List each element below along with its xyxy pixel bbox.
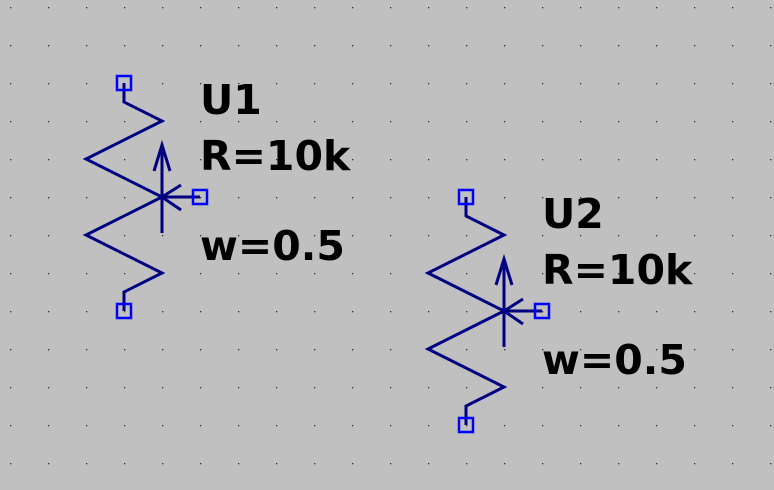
u2-name-label[interactable]: U2 [542, 190, 604, 238]
u1-param-label[interactable]: w=0.5 [200, 222, 345, 270]
u2-param-label[interactable]: w=0.5 [542, 336, 687, 384]
u1-name-label[interactable]: U1 [200, 76, 262, 124]
u1-value-label[interactable]: R=10k [200, 132, 351, 180]
u2-value-label[interactable]: R=10k [542, 246, 693, 294]
